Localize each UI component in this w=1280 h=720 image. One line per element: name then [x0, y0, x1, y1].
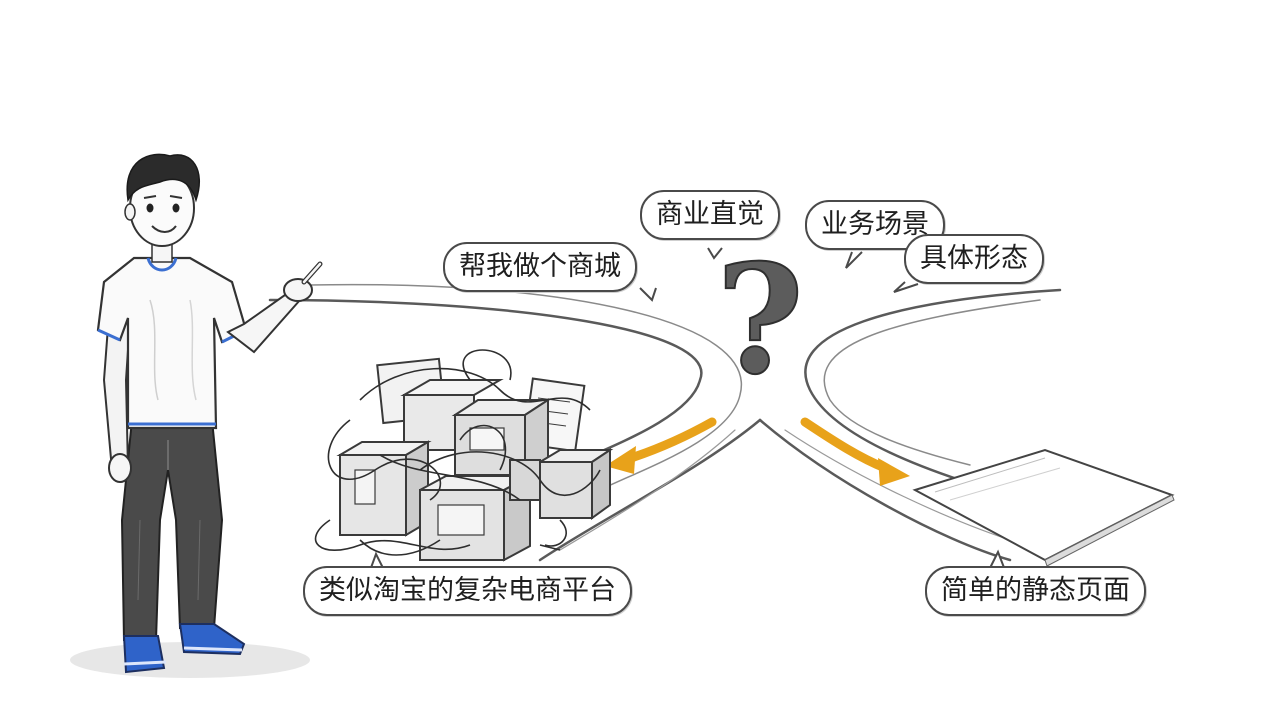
right-direction-arrow: [800, 417, 910, 486]
t-shirt: [96, 256, 248, 430]
left-branch-road: [538, 418, 762, 562]
right-road-inner-edge: [823, 299, 1041, 466]
request-bubble: 帮我做个商城: [443, 242, 637, 292]
head: [124, 153, 201, 247]
hair: [126, 153, 201, 203]
left-hand: [108, 453, 132, 483]
left-eye: [146, 203, 154, 213]
left-shoe: [122, 635, 167, 674]
complex-platform-pile: [314, 349, 614, 562]
pointing-hand: [283, 261, 323, 302]
right-shoe: [178, 623, 246, 656]
concrete-form-bubble: 具体形态: [904, 234, 1044, 284]
right-branch-road: [758, 418, 1012, 562]
crossroads: [268, 283, 1062, 562]
right-branch-inner: [784, 429, 1011, 541]
business-intuition-bubble: 商业直觉: [640, 190, 780, 240]
person-figure: [96, 153, 323, 674]
pants: [120, 419, 224, 641]
business-scenario-bubble: 业务场景: [805, 200, 945, 250]
left-road-outer-edge: [268, 298, 703, 472]
static-page-label: 简单的静态页面: [925, 566, 1146, 616]
question-mark-icon: ?: [715, 231, 805, 409]
static-page-sheet: [912, 448, 1175, 567]
smile: [151, 225, 177, 233]
left-direction-arrow: [605, 417, 717, 474]
svg-text:?: ?: [716, 232, 804, 408]
left-branch-inner: [559, 429, 736, 551]
complex-platform-label: 类似淘宝的复杂电商平台: [303, 566, 632, 616]
right-eye: [172, 203, 180, 213]
right-road-outer-edge: [804, 288, 1062, 482]
